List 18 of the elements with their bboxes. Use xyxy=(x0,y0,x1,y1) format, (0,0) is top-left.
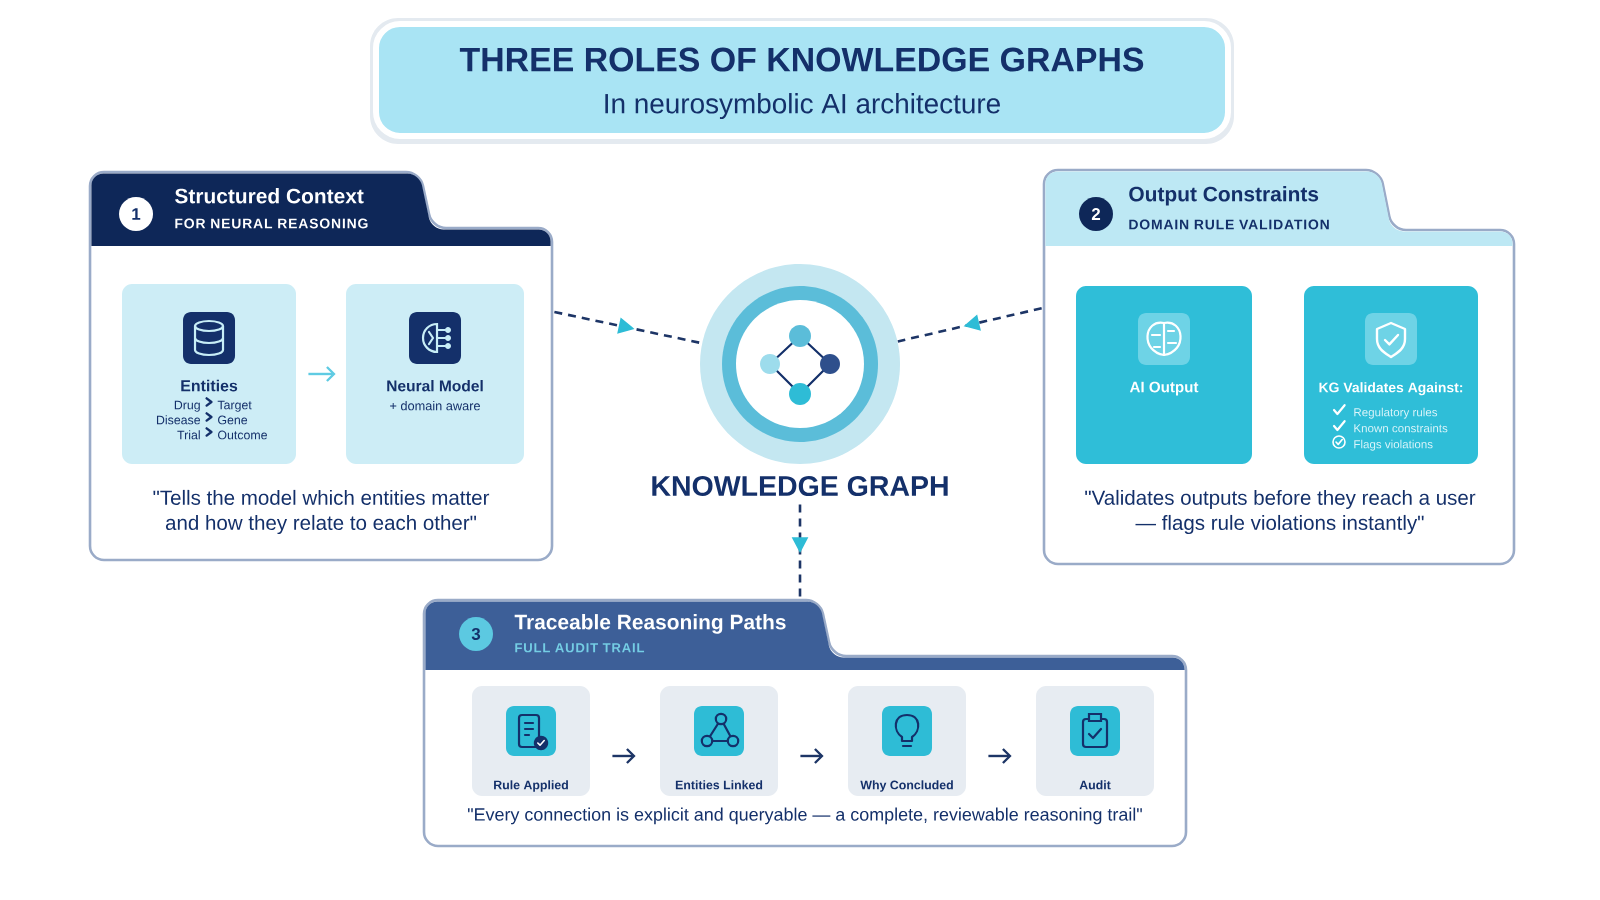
arrow xyxy=(988,748,1012,764)
quote-text: "Tells the model which entities matter and how they relate to each other" xyxy=(153,489,490,535)
panel-heading: Traceable Reasoning Paths xyxy=(514,614,786,634)
quote-text: "Validates outputs before they reach a user — flags rule violations instantly" xyxy=(1085,489,1476,535)
arrow xyxy=(800,748,824,764)
number-badge: 1 xyxy=(119,197,153,231)
number-badge: 2 xyxy=(1079,197,1113,231)
quote-text: "Every connection is explicit and queryable — a complete, reviewable reasoning trail" xyxy=(467,807,1142,825)
dashed-arrow xyxy=(897,306,1042,343)
panel-heading: Structured Context xyxy=(175,188,364,204)
arrow xyxy=(308,366,336,382)
number-badge: 3 xyxy=(459,617,493,651)
subtitle: In neurosymbolic AI architecture xyxy=(605,93,1000,120)
dashed-arrow xyxy=(554,310,703,345)
panel-heading: Output Constraints xyxy=(1129,186,1319,206)
title: THREE ROLES OF KNOWLEDGE GRAPHS xyxy=(459,47,1144,72)
arrow xyxy=(612,748,636,764)
hub-label: KNOWLEDGE GRAPH xyxy=(652,475,948,497)
